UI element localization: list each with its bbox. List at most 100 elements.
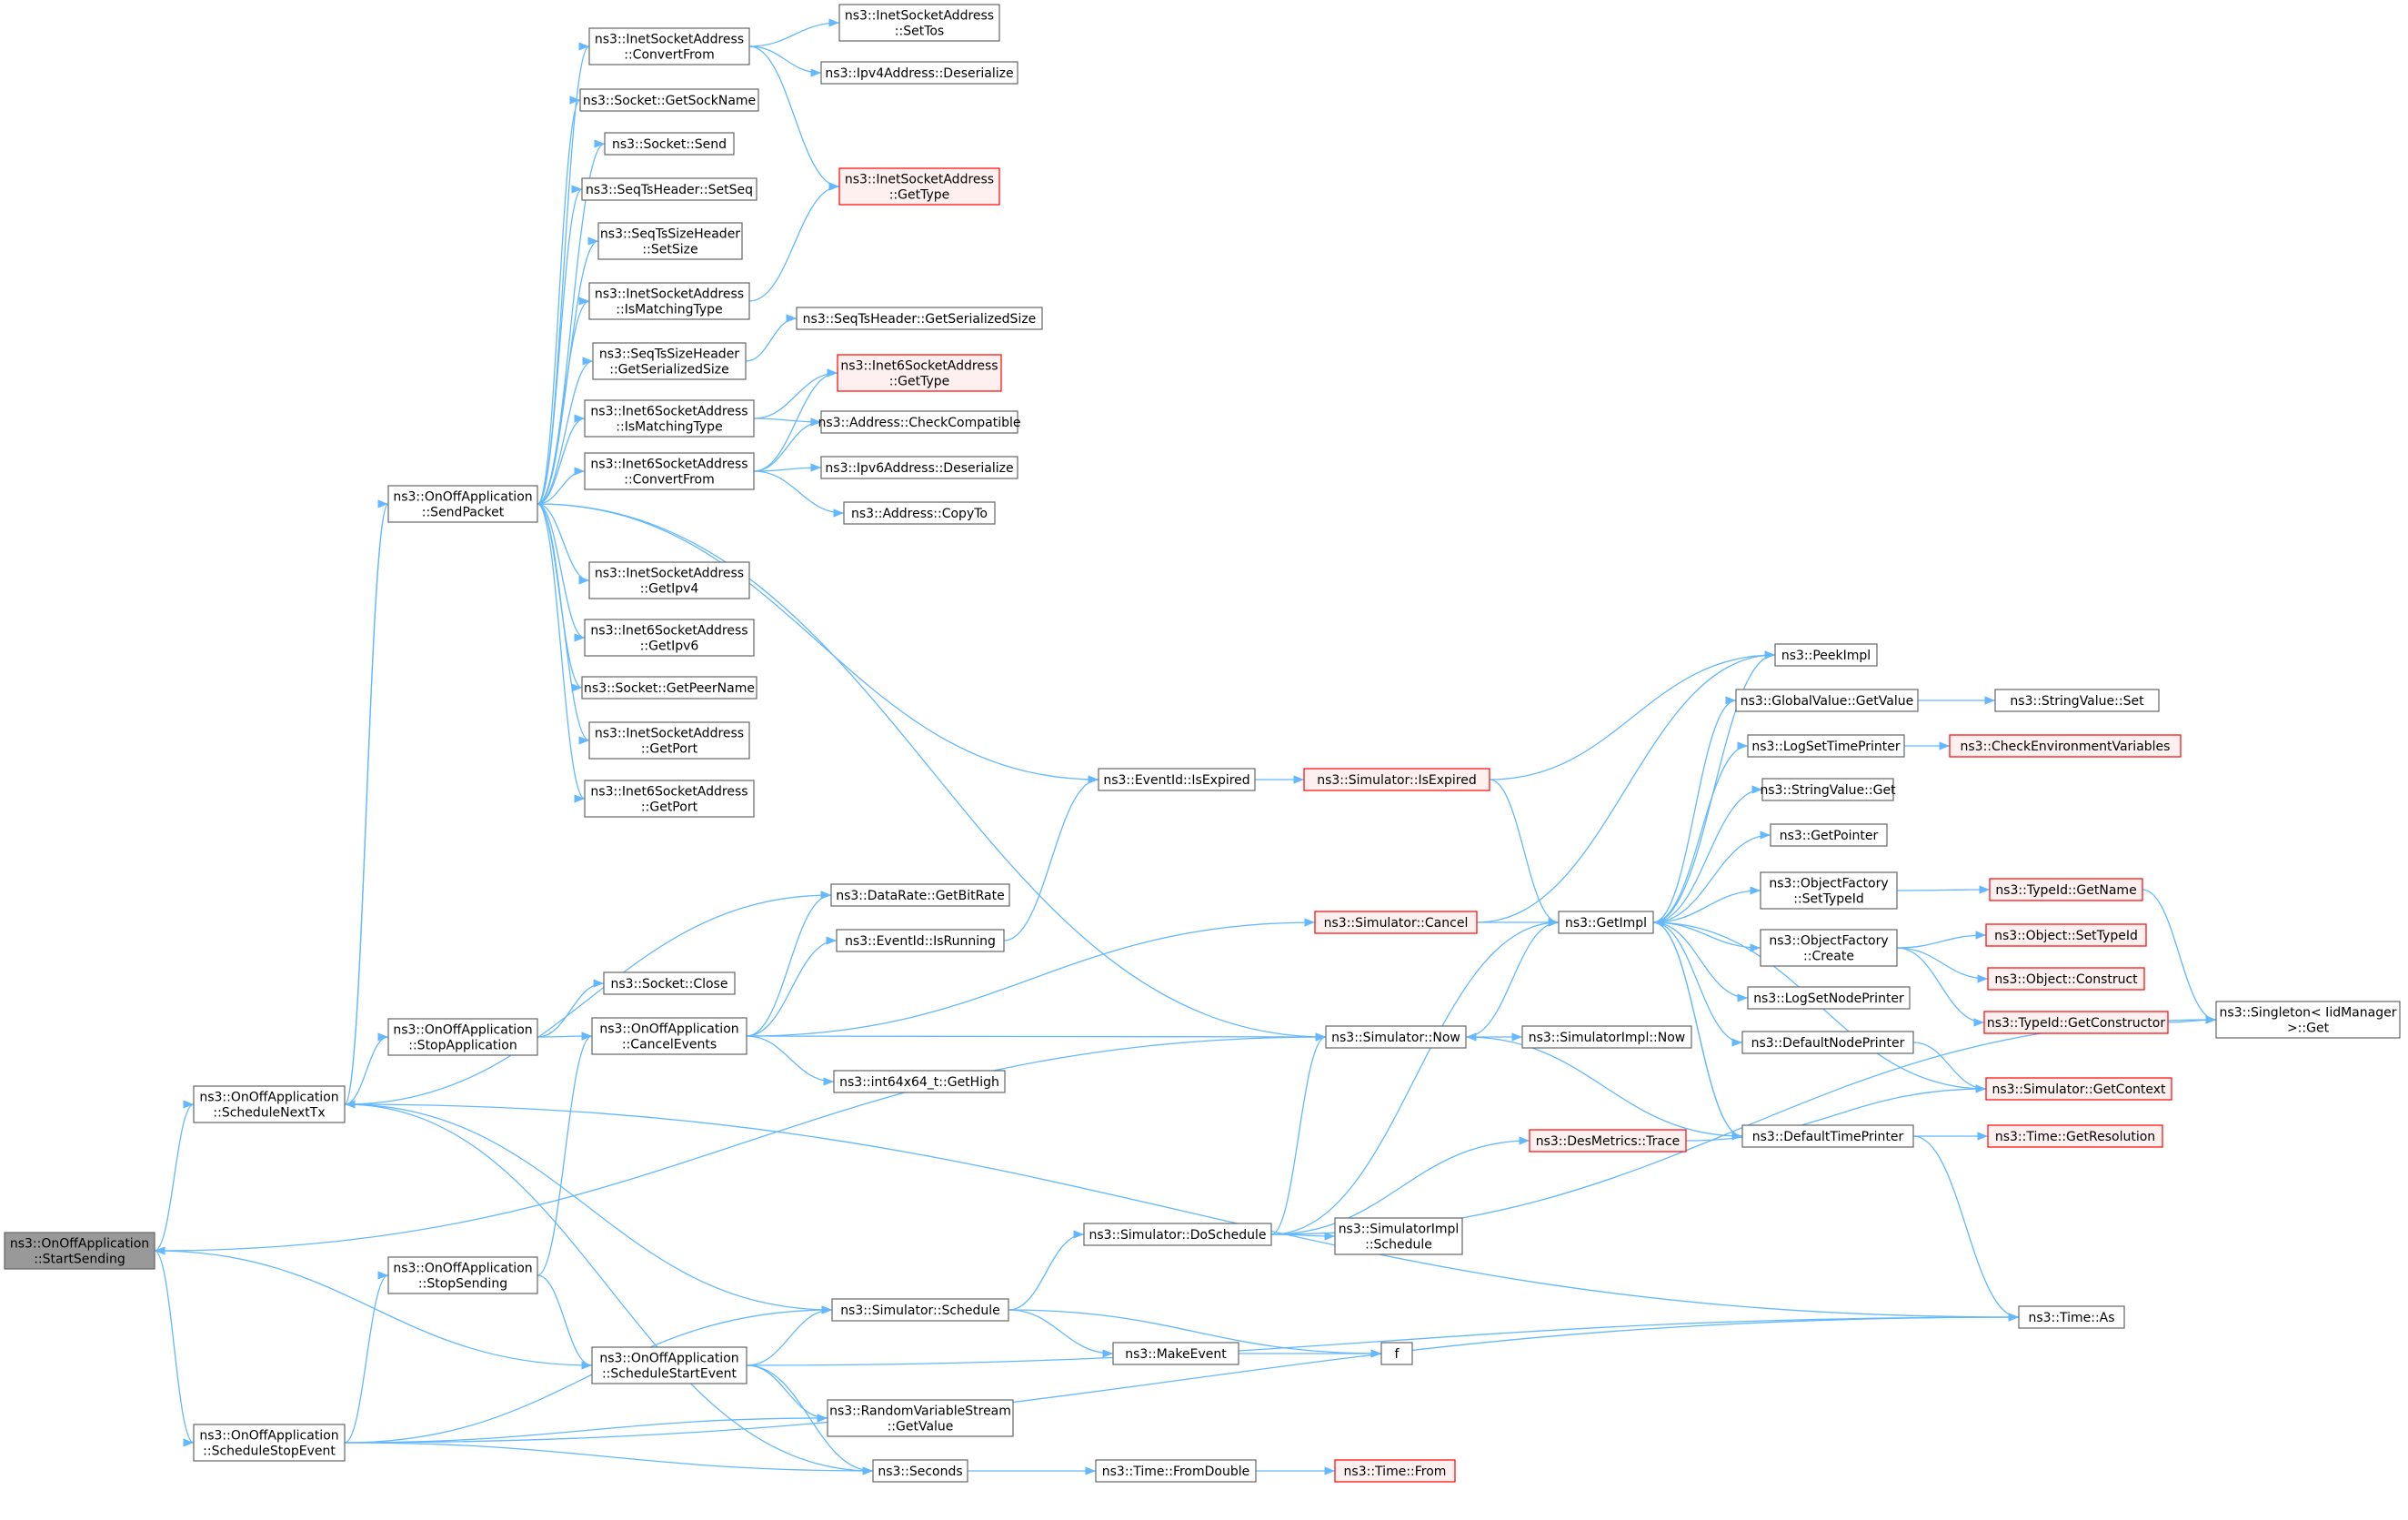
node-box	[1949, 734, 2182, 758]
node-simSchedule[interactable]: ns3::Simulator::Schedule	[831, 1298, 1009, 1322]
node-dataRateGetBitRate[interactable]: ns3::DataRate::GetBitRate	[830, 883, 1010, 907]
node-timeGetResolution[interactable]: ns3::Time::GetResolution	[1987, 1124, 2163, 1148]
node-checkCompatible[interactable]: ns3::Address::CheckCompatible	[818, 410, 1021, 434]
node-makeEvent[interactable]: ns3::MakeEvent	[1112, 1342, 1239, 1365]
node-simIsExpired[interactable]: ns3::Simulator::IsExpired	[1303, 768, 1490, 791]
node-seqTsSetSeq[interactable]: ns3::SeqTsHeader::SetSeq	[581, 177, 758, 201]
node-simDoSchedule[interactable]: ns3::Simulator::DoSchedule	[1083, 1223, 1272, 1246]
node-box	[387, 1018, 538, 1056]
node-timeAs[interactable]: ns3::Time::As	[2018, 1305, 2125, 1329]
node-inet6GetIpv6[interactable]: ns3::Inet6SocketAddress::GetIpv6	[584, 619, 755, 657]
node-randGetValue[interactable]: ns3::RandomVariableStream::GetValue	[827, 1399, 1014, 1437]
node-inetIsMatching[interactable]: ns3::InetSocketAddress::IsMatchingType	[588, 282, 750, 320]
edge-scheduleNextTx-to-timeAs	[344, 1103, 2020, 1322]
node-seqTsSizeSetSize[interactable]: ns3::SeqTsSizeHeader::SetSize	[597, 222, 743, 260]
node-box	[1985, 1077, 2172, 1101]
edge-scheduleStartEvent-to-startSending	[154, 1246, 593, 1366]
node-simImplSchedule[interactable]: ns3::SimulatorImpl::Schedule	[1334, 1217, 1463, 1255]
node-socketSend[interactable]: ns3::Socket::Send	[604, 132, 735, 156]
node-ofCreate[interactable]: ns3::ObjectFactory::Create	[1760, 929, 1898, 967]
node-label: ns3::LogSetTimePrinter	[1751, 740, 1901, 754]
node-ofSetTypeId[interactable]: ns3::ObjectFactory::SetTypeId	[1760, 871, 1898, 910]
node-copyTo[interactable]: ns3::Address::CopyTo	[843, 501, 996, 525]
node-getImpl[interactable]: ns3::GetImpl	[1558, 911, 1654, 934]
node-label: ns3::Ipv6Address::Deserialize	[825, 461, 1013, 476]
node-cancelEvents[interactable]: ns3::OnOffApplication::CancelEvents	[591, 1017, 747, 1055]
node-eventIsExpired[interactable]: ns3::EventId::IsExpired	[1098, 768, 1256, 791]
node-ipv6Deserialize[interactable]: ns3::Ipv6Address::Deserialize	[820, 456, 1018, 479]
node-box	[831, 1298, 1009, 1322]
node-label: ns3::TypeId::GetName	[1995, 883, 2136, 898]
node-getSockName[interactable]: ns3::Socket::GetSockName	[579, 88, 759, 112]
node-typeIdGetName[interactable]: ns3::TypeId::GetName	[1989, 878, 2143, 901]
node-box	[1774, 643, 1878, 667]
node-inet6ConvertFrom[interactable]: ns3::Inet6SocketAddress::ConvertFrom	[584, 452, 755, 490]
node-logSetTimePrinter[interactable]: ns3::LogSetTimePrinter	[1747, 734, 1905, 758]
node-typeIdGetConstructor[interactable]: ns3::TypeId::GetConstructor	[1983, 1011, 2169, 1034]
node-inetGetType[interactable]: ns3::InetSocketAddress::GetType	[838, 167, 1000, 206]
node-label: ns3::OnOffApplication	[393, 1262, 532, 1276]
node-seqTsGetSer[interactable]: ns3::SeqTsHeader::GetSerializedSize	[796, 307, 1043, 330]
node-simGetContext[interactable]: ns3::Simulator::GetContext	[1985, 1077, 2172, 1101]
node-scheduleStopEvent[interactable]: ns3::OnOffApplication::ScheduleStopEvent	[193, 1424, 346, 1462]
node-simImplNow[interactable]: ns3::SimulatorImpl::Now	[1521, 1025, 1692, 1049]
node-label: ns3::Time::FromDouble	[1102, 1465, 1250, 1479]
node-getPeerName[interactable]: ns3::Socket::GetPeerName	[581, 676, 758, 700]
node-box	[387, 485, 538, 523]
node-inet6GetType[interactable]: ns3::Inet6SocketAddress::GetType	[837, 354, 1002, 392]
node-singletonGet[interactable]: ns3::Singleton< IidManager >::Get	[2215, 1001, 2401, 1039]
node-label: ns3::DefaultNodePrinter	[1751, 1036, 1905, 1051]
node-seconds[interactable]: ns3::Seconds	[872, 1459, 968, 1483]
node-inetSetTos[interactable]: ns3::InetSocketAddress::SetTos	[838, 4, 1000, 42]
node-box	[1314, 911, 1478, 934]
edge-defaultTimePrinter-to-simNow	[1465, 1032, 1743, 1137]
node-inetGetIpv4[interactable]: ns3::InetSocketAddress::GetIpv4	[588, 561, 750, 599]
node-seqTsSizeGetSer[interactable]: ns3::SeqTsSizeHeader::GetSerializedSize	[592, 342, 747, 380]
node-inetGetPort[interactable]: ns3::InetSocketAddress::GetPort	[588, 721, 750, 760]
node-objectConstruct[interactable]: ns3::Object::Construct	[1987, 967, 2145, 991]
node-eventIsRunning[interactable]: ns3::EventId::IsRunning	[836, 929, 1005, 952]
node-label: ns3::SeqTsSizeHeader	[600, 227, 740, 242]
node-label: ::GetValue	[888, 1420, 954, 1434]
node-simNow[interactable]: ns3::Simulator::Now	[1325, 1025, 1467, 1049]
node-socketClose[interactable]: ns3::Socket::Close	[603, 971, 736, 995]
node-simCancel[interactable]: ns3::Simulator::Cancel	[1314, 911, 1478, 934]
node-desMetricsTrace[interactable]: ns3::DesMetrics::Trace	[1529, 1129, 1687, 1153]
node-defaultTimePrinter[interactable]: ns3::DefaultTimePrinter	[1741, 1124, 1914, 1148]
node-label: ns3::Time::GetResolution	[1995, 1130, 2155, 1144]
node-sendPacket[interactable]: ns3::OnOffApplication::SendPacket	[387, 485, 538, 523]
node-ipv4Deserialize[interactable]: ns3::Ipv4Address::Deserialize	[820, 61, 1018, 85]
edge-sendPacket-to-inet6GetPort	[537, 503, 586, 803]
node-startSending[interactable]: ns3::OnOffApplication::StartSending	[4, 1232, 156, 1270]
node-stringValueGet[interactable]: ns3::StringValue::Get	[1760, 778, 1896, 801]
node-f[interactable]: f	[1380, 1342, 1413, 1365]
node-objectSetTypeId[interactable]: ns3::Object::SetTypeId	[1985, 923, 2147, 947]
node-inetConvertFrom[interactable]: ns3::InetSocketAddress::ConvertFrom	[588, 27, 750, 65]
node-box	[1983, 1011, 2169, 1034]
node-box	[1098, 768, 1256, 791]
node-label: ns3::GlobalValue::GetValue	[1741, 694, 1913, 709]
node-timeFrom[interactable]: ns3::Time::From	[1334, 1459, 1456, 1483]
node-scheduleNextTx[interactable]: ns3::OnOffApplication::ScheduleNextTx	[193, 1085, 346, 1123]
node-box	[4, 1232, 156, 1270]
node-int64GetHigh[interactable]: ns3::int64x64_t::GetHigh	[833, 1070, 1006, 1093]
node-label: ::SetTos	[895, 25, 944, 39]
node-defaultNodePrinter[interactable]: ns3::DefaultNodePrinter	[1741, 1031, 1914, 1054]
node-box	[2018, 1305, 2125, 1329]
node-peekImpl[interactable]: ns3::PeekImpl	[1774, 643, 1878, 667]
node-stringValueSet[interactable]: ns3::StringValue::Set	[1994, 689, 2160, 712]
node-stopSending[interactable]: ns3::OnOffApplication::StopSending	[387, 1256, 538, 1294]
node-inet6GetPort[interactable]: ns3::Inet6SocketAddress::GetPort	[584, 780, 755, 818]
node-timeFromDouble[interactable]: ns3::Time::FromDouble	[1095, 1459, 1257, 1483]
node-logSetNodePrinter[interactable]: ns3::LogSetNodePrinter	[1747, 986, 1911, 1010]
node-label: ns3::CheckEnvironmentVariables	[1961, 740, 2171, 754]
node-getPointer[interactable]: ns3::GetPointer	[1770, 823, 1888, 847]
node-inet6IsMatching[interactable]: ns3::Inet6SocketAddress::IsMatchingType	[584, 399, 755, 438]
node-box	[387, 1256, 538, 1294]
node-checkEnvVars[interactable]: ns3::CheckEnvironmentVariables	[1949, 734, 2182, 758]
node-scheduleStartEvent[interactable]: ns3::OnOffApplication::ScheduleStartEven…	[591, 1346, 747, 1384]
edge-eventIsRunning-to-eventIsExpired	[1003, 775, 1099, 941]
node-stopApplication[interactable]: ns3::OnOffApplication::StopApplication	[387, 1018, 538, 1056]
node-box	[838, 4, 1000, 42]
node-globalGetValue[interactable]: ns3::GlobalValue::GetValue	[1735, 689, 1919, 712]
